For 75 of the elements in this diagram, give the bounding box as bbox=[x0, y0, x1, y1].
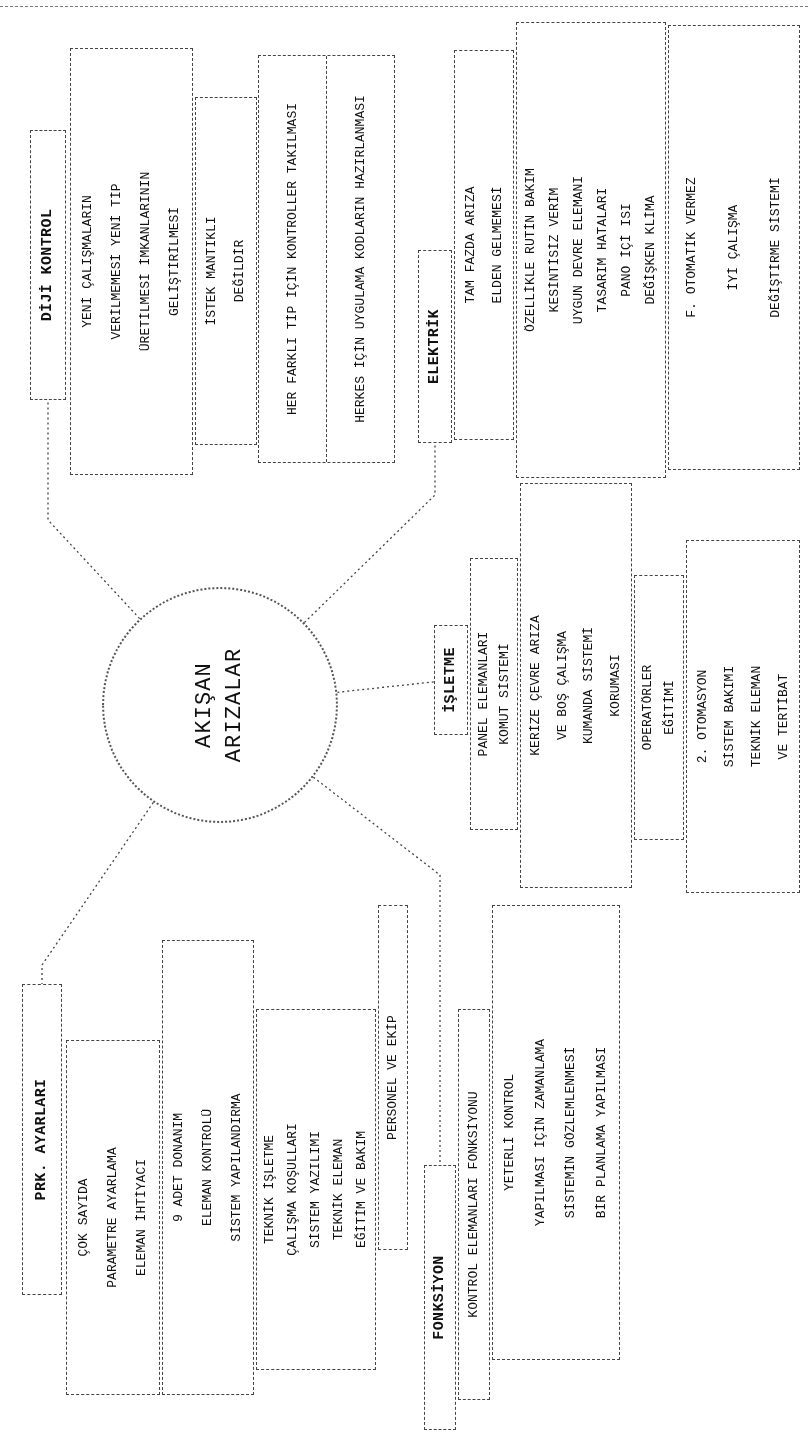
category-title: DİJİ KONTROL bbox=[38, 207, 57, 324]
note-text: YENİ ÇALIŞMALARIN bbox=[78, 194, 96, 330]
note-text: SİSTEMİN GÖZLEMLENMESİ bbox=[562, 1045, 580, 1221]
note-text: KUMANDA SİSTEMİ bbox=[580, 626, 598, 746]
note-text: ELDEN GELMEMESİ bbox=[488, 185, 506, 306]
note-box bbox=[520, 483, 632, 888]
note-text: KOMUT SİSTEMİ bbox=[495, 642, 513, 747]
note-text: OPERATÖRLER bbox=[639, 663, 656, 753]
note-box bbox=[470, 558, 518, 830]
note-text: HERKES İÇİN UYGULAMA KODLARIN HAZIRLANMASI bbox=[351, 94, 369, 425]
note-box bbox=[378, 905, 408, 1250]
note-text: KORUMASI bbox=[606, 653, 624, 719]
note-text: 9 ADET DONANIM bbox=[170, 1111, 188, 1225]
note-text: F. OTOMATİK VERMEZ bbox=[683, 176, 700, 320]
note-text: ELEMAN İHTİYACI bbox=[133, 1158, 151, 1278]
note-box bbox=[634, 575, 684, 840]
note-box bbox=[162, 940, 254, 1395]
category-box bbox=[418, 250, 452, 443]
note-text: TEKNİK ELEMAN bbox=[329, 1137, 347, 1243]
note-text: DEĞİŞTİRME SİSTEMİ bbox=[767, 176, 784, 320]
note-text: UYGUN DEVRE ELEMANI bbox=[570, 174, 587, 327]
note-text: DEĞİLDİR bbox=[231, 238, 248, 305]
category-box bbox=[424, 1165, 456, 1430]
category-box bbox=[22, 984, 62, 1295]
note-text: ÇOK SAYIDA bbox=[74, 1177, 92, 1259]
note-box bbox=[686, 540, 800, 893]
category-title: PRK. AYARLARI bbox=[32, 1077, 51, 1203]
category-box bbox=[30, 130, 66, 400]
note-box bbox=[70, 48, 193, 475]
note-text: ÇALIŞMA KOŞULLARI bbox=[284, 1122, 302, 1258]
note-text: PANO İÇİ ISI bbox=[618, 202, 635, 299]
note-text: 2. OTOMASYON bbox=[693, 668, 711, 766]
note-text: BİR PLANLAMA YAPILMASI bbox=[592, 1045, 610, 1221]
note-text: EĞİTİM VE BAKIM bbox=[352, 1130, 370, 1250]
note-box bbox=[454, 50, 514, 440]
note-box bbox=[516, 22, 666, 478]
note-text: TEKNİK ELEMAN bbox=[747, 664, 765, 770]
note-text: KONTROL ELEMANLARI FONKSİYONU bbox=[465, 1090, 482, 1320]
note-text: ELEMAN KONTROLÜ bbox=[199, 1108, 216, 1228]
note-box bbox=[458, 1009, 490, 1400]
note-text: ÖZELLİKLE RUTİN BAKIM bbox=[522, 167, 539, 334]
note-text: HER FARKLI TİP İÇİN KONTROLLER TAKILMASI bbox=[259, 56, 327, 462]
category-box bbox=[434, 625, 468, 735]
note-text: GELİŞTİRİLMESİ bbox=[166, 205, 184, 319]
note-box bbox=[256, 1009, 376, 1370]
category-title: İŞLETME bbox=[441, 646, 460, 715]
note-text: EĞİTİMİ bbox=[661, 679, 678, 737]
note-box bbox=[195, 97, 257, 445]
note-text: SİSTEM YAZILIMI bbox=[307, 1130, 324, 1250]
note-text: TEKNİK İŞLETME bbox=[261, 1133, 279, 1247]
category-title: FONKSİYON bbox=[430, 1254, 449, 1342]
note-text: VERİLMEMESİ YENİ TİP bbox=[107, 182, 125, 342]
note-text: SİSTEM YAPILANDIRMA bbox=[227, 1092, 245, 1244]
note-text: ÜRETİLMESİ İMKANLARININ bbox=[137, 170, 155, 354]
note-text: İYİ ÇALIŞMA bbox=[725, 203, 742, 293]
note-box bbox=[492, 905, 620, 1360]
note-text: PANEL ELEMANLARI bbox=[474, 630, 492, 759]
note-text: YAPILMASI İÇİN ZAMANLAMA bbox=[531, 1037, 549, 1229]
center-title: AKIŞAN ARIZALAR bbox=[191, 646, 248, 765]
category-title: ELEKTRİK bbox=[425, 308, 444, 386]
note-box bbox=[668, 25, 800, 470]
note-text: DEĞİŞKEN KLİMA bbox=[642, 194, 659, 307]
note-text: VE TERTİBAT bbox=[774, 672, 792, 762]
note-text: TASARIM HATALARI bbox=[594, 186, 611, 315]
note-text: PERSONEL VE EKİP bbox=[384, 1014, 401, 1142]
note-text: YETERLİ KONTROL bbox=[501, 1073, 519, 1193]
note-text: VE BOŞ ÇALIŞMA bbox=[553, 629, 571, 743]
note-text: TAM FAZDA ARIZA bbox=[461, 185, 479, 306]
note-text: PARAMETRE AYARLAMA bbox=[104, 1146, 121, 1290]
note-box bbox=[66, 1040, 160, 1395]
note-box bbox=[258, 55, 395, 463]
note-text: KESİNTİSİZ VERİM bbox=[546, 186, 563, 315]
note-text: SİSTEM BAKIMI bbox=[720, 664, 738, 770]
note-text: İSTEK MANTIKLI bbox=[203, 215, 220, 328]
note-text: KERİZE ÇEVRE ARIZA bbox=[527, 614, 545, 758]
